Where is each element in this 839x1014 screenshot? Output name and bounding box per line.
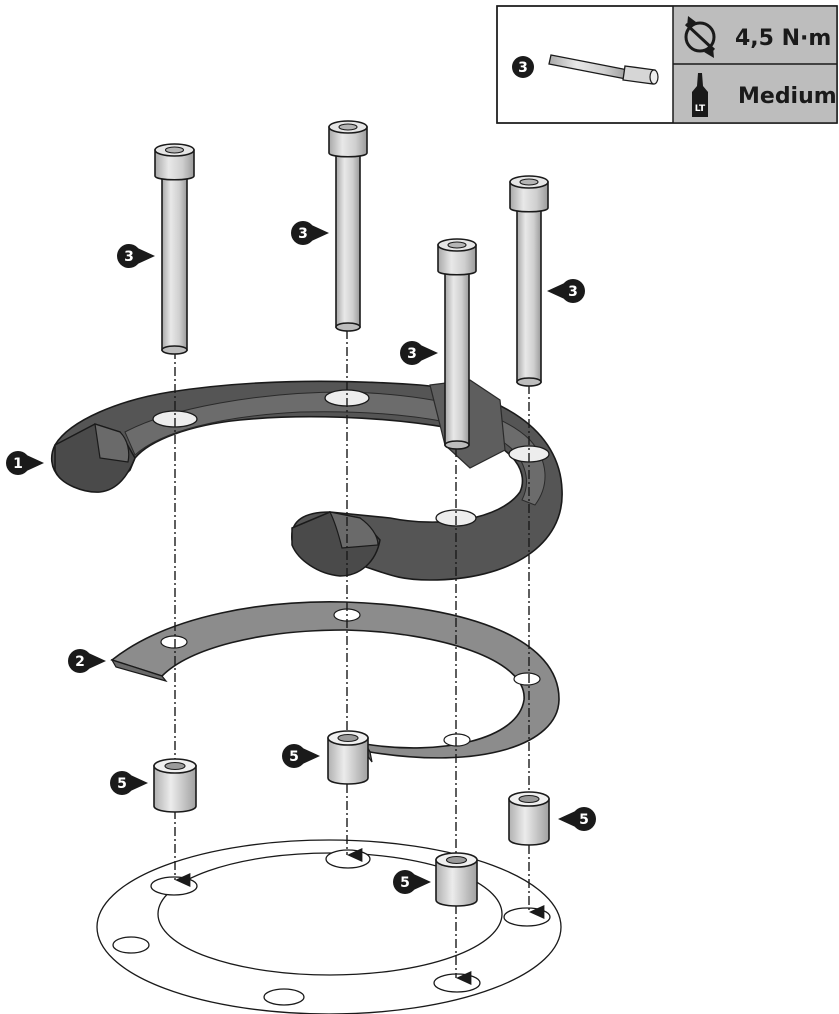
shim-plate [110, 601, 560, 763]
callout-spacer-c: 5 [393, 870, 431, 894]
svg-text:LT: LT [695, 104, 706, 114]
svg-text:3: 3 [298, 226, 308, 242]
torque-wrench-icon [684, 16, 716, 58]
svg-text:3: 3 [518, 60, 528, 76]
callout-shim: 2 [68, 649, 106, 673]
callout-spacer-b: 5 [282, 744, 320, 768]
split-bracket [50, 379, 563, 581]
svg-text:5: 5 [289, 749, 299, 765]
svg-text:3: 3 [407, 346, 417, 362]
bolt-a [154, 143, 195, 355]
torque-legend: 3 4,5 N·m LT Medium [496, 5, 838, 124]
threadlock-bottle-icon: LT [692, 73, 708, 117]
spacer-a [153, 758, 197, 813]
callout-bracket: 1 [6, 451, 44, 475]
svg-text:5: 5 [400, 875, 410, 891]
callout-bolt-c: 3 [400, 341, 438, 365]
spacer-d [508, 791, 550, 846]
svg-text:5: 5 [117, 776, 127, 792]
callout-bolt-a: 3 [117, 244, 155, 268]
bolt-c [437, 238, 477, 450]
svg-text:2: 2 [75, 654, 85, 670]
callout-bolt-d: 3 [547, 279, 585, 303]
bolt-d [509, 175, 549, 387]
threadlock-value: Medium [738, 84, 837, 109]
bolt-b [328, 120, 368, 332]
svg-text:5: 5 [579, 812, 589, 828]
mounting-flange [96, 839, 562, 1014]
svg-text:3: 3 [124, 249, 134, 265]
spacer-c [435, 852, 478, 907]
legend-bolt-icon [548, 54, 659, 85]
callout-spacer-d: 5 [558, 807, 596, 831]
assembly-guide-lines [174, 330, 545, 985]
svg-text:1: 1 [13, 456, 23, 472]
callout-spacer-a: 5 [110, 771, 148, 795]
spacer-b [327, 730, 369, 785]
legend-part-callout: 3 [512, 56, 534, 78]
svg-text:3: 3 [568, 284, 578, 300]
torque-value: 4,5 N·m [735, 26, 831, 51]
callout-bolt-b: 3 [291, 221, 329, 245]
